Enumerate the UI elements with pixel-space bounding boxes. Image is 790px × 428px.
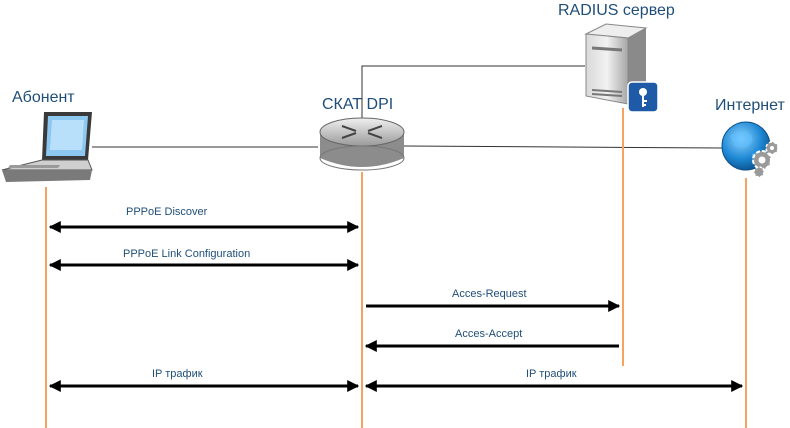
message-label: Acces-Accept: [455, 328, 523, 340]
link-dpi-radius: [361, 65, 585, 118]
subscriber-title: Абонент: [12, 89, 75, 106]
lifelines: [45, 108, 747, 428]
message-label: PPPoE Discover: [126, 206, 208, 218]
message-label: Acces-Request: [452, 288, 527, 300]
message-label: PPPoE Link Configuration: [123, 248, 251, 260]
router-icon: [319, 117, 405, 171]
radius-title: RADIUS сервер: [558, 2, 675, 19]
link-dpi-internet: [403, 145, 723, 149]
dpi-title: СКАТ DPI: [322, 96, 394, 113]
gear-icon: [752, 141, 779, 178]
message-label: IP трафик: [152, 368, 203, 380]
internet-title: Интернет: [715, 97, 785, 114]
message-label: IP трафик: [526, 368, 577, 380]
laptop-icon: [1, 112, 93, 182]
message-arrows: [48, 221, 744, 392]
network-links: [92, 65, 723, 149]
key-icon: [627, 81, 659, 113]
